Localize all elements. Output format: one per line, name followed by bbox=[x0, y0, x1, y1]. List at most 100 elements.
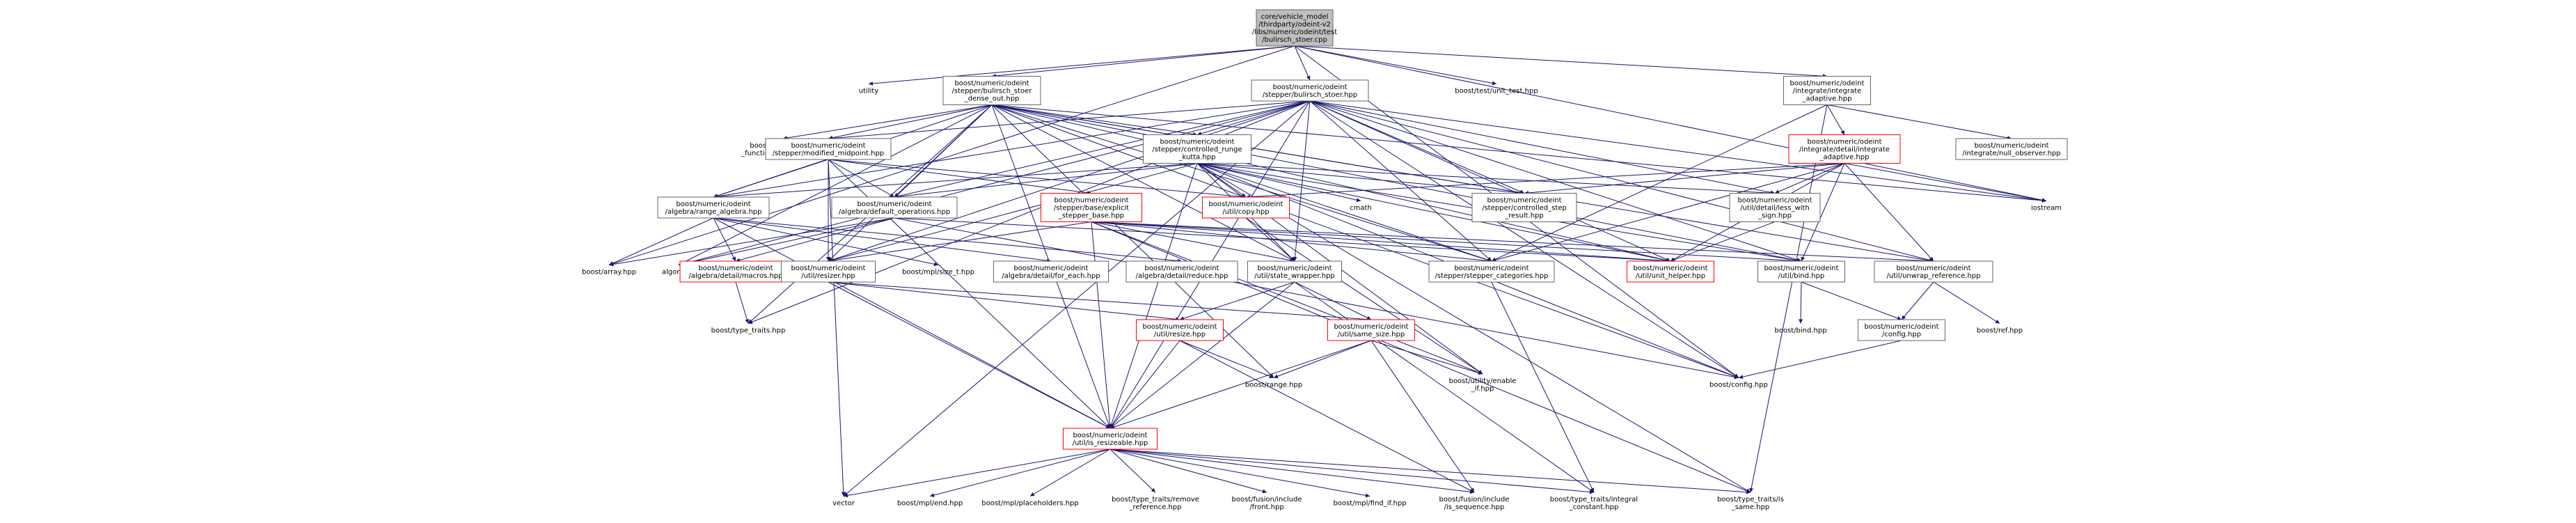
node-copy[interactable]: boost/numeric/odeint/util/copy.hpp bbox=[1202, 196, 1290, 219]
edge-ctrl_rk-to-cmath bbox=[1196, 163, 1361, 203]
node-odeint_config[interactable]: boost/numeric/odeint/config.hpp bbox=[1858, 319, 1945, 341]
node-size_t: boost/mpl/size_t.hpp bbox=[902, 269, 974, 276]
node-mod_mid[interactable]: boost/numeric/odeint/stepper/modified_mi… bbox=[765, 138, 892, 160]
node-box bbox=[1858, 319, 1945, 341]
edge-default_ops-to-unit_helper bbox=[894, 217, 1671, 263]
edge-state_wrapper-to-resize bbox=[1179, 281, 1295, 320]
edge-bs-to-mod_mid bbox=[828, 100, 1311, 141]
edge-bs-to-bind_util bbox=[1309, 100, 1802, 262]
node-label-line: boost/numeric/odeint bbox=[1764, 265, 1838, 272]
edge-copy-to-state_wrapper bbox=[1245, 217, 1295, 262]
node-label-line: boost/numeric/odeint bbox=[857, 201, 931, 208]
node-algorithm: algorithm bbox=[662, 269, 695, 276]
node-fusion_front: boost/fusion/include/front.hpp bbox=[1232, 496, 1302, 511]
node-type_traits: boost/type_traits.hpp bbox=[711, 327, 786, 335]
node-label-line: boost/numeric/odeint bbox=[698, 265, 773, 272]
edge-ctrl_rk-to-is_resizeable bbox=[1109, 163, 1198, 429]
node-label-line: boost/fusion/include bbox=[1439, 496, 1510, 504]
node-label-line: boost/bind.hpp bbox=[1774, 327, 1826, 335]
node-same_size[interactable]: boost/numeric/odeint/util/same_size.hpp bbox=[1327, 319, 1415, 341]
node-label-line: /util/bind.hpp bbox=[1778, 272, 1825, 280]
edge-bs-to-range_alg bbox=[713, 100, 1311, 199]
node-label-line: _adaptive.hpp bbox=[1819, 154, 1870, 162]
node-resizer[interactable]: boost/numeric/odeint/util/resizer.hpp bbox=[781, 260, 876, 283]
node-macros[interactable]: boost/numeric/odeint/algebra/detail/macr… bbox=[679, 260, 792, 283]
node-label-line: _adaptive.hpp bbox=[1802, 95, 1852, 103]
node-range_alg[interactable]: boost/numeric/odeint/algebra/range_algeb… bbox=[657, 196, 770, 219]
edge-mod_mid-to-vector bbox=[828, 159, 846, 497]
node-label-line: boost/numeric/odeint bbox=[1013, 265, 1088, 272]
node-remove_ref: boost/type_traits/remove_reference.hpp bbox=[1112, 496, 1199, 511]
node-range_hpp: boost/range.hpp bbox=[1245, 382, 1302, 389]
node-ctrl_rk[interactable]: boost/numeric/odeint/stepper/controlled_… bbox=[1143, 134, 1251, 164]
edge-is_resizeable-to-vector bbox=[843, 448, 1111, 498]
node-is_resizeable[interactable]: boost/numeric/odeint/util/is_resizeable.… bbox=[1063, 428, 1157, 450]
node-root[interactable]: core/vehicle_model/thirdparty/odeint-v2/… bbox=[1252, 9, 1337, 47]
node-iostream: iostream bbox=[2031, 205, 2062, 212]
edge-bs-to-unit_helper bbox=[1309, 100, 1671, 262]
edge-bs-to-default_ops bbox=[894, 100, 1311, 198]
node-end_hpp: boost/mpl/end.hpp bbox=[897, 500, 963, 508]
node-label-line: /stepper/bulirsch_stoer.hpp bbox=[1263, 91, 1357, 99]
node-label-line: boost/numeric/odeint bbox=[1864, 323, 1938, 331]
node-label-line: boost/type_traits/is bbox=[1717, 496, 1784, 504]
edge-unwrap_ref-to-ref_hpp bbox=[1933, 281, 2000, 324]
node-state_wrapper[interactable]: boost/numeric/odeint/util/state_wrapper.… bbox=[1247, 260, 1342, 283]
edge-explicit_base-to-unit_helper bbox=[1091, 221, 1671, 263]
node-box bbox=[657, 196, 770, 219]
node-label-line: utility bbox=[859, 88, 879, 95]
edge-bs-to-iostream bbox=[1309, 100, 2047, 203]
node-label-line: /util/state_wrapper.hpp bbox=[1254, 272, 1335, 280]
node-bs[interactable]: boost/numeric/odeint/stepper/bulirsch_st… bbox=[1251, 79, 1369, 102]
node-placeholders: boost/mpl/placeholders.hpp bbox=[981, 500, 1079, 508]
node-bind_util[interactable]: boost/numeric/odeint/util/bind.hpp bbox=[1757, 260, 1845, 283]
node-int_detail_adaptive[interactable]: boost/numeric/odeint/integrate/detail/in… bbox=[1788, 134, 1901, 164]
node-stepper_cat[interactable]: boost/numeric/odeint/stepper/stepper_cat… bbox=[1428, 260, 1555, 283]
edge-root-to-array bbox=[608, 45, 1295, 266]
edge-resize-to-is_resizeable bbox=[1109, 340, 1180, 429]
node-label-line: boost/numeric/odeint bbox=[1257, 265, 1332, 272]
node-unwrap_ref[interactable]: boost/numeric/odeint/util/unwrap_referen… bbox=[1874, 260, 1993, 283]
node-default_ops[interactable]: boost/numeric/odeint/algebra/default_ope… bbox=[831, 196, 958, 219]
edge-is_resizeable-to-is_same bbox=[1109, 448, 1751, 494]
edge-int_detail_adaptive-to-copy bbox=[1245, 163, 1845, 199]
node-is_sequence: boost/fusion/include/is_sequence.hpp bbox=[1439, 496, 1510, 511]
node-box bbox=[1041, 193, 1142, 222]
node-ctrl_step_res[interactable]: boost/numeric/odeint/stepper/controlled_… bbox=[1471, 193, 1577, 222]
node-box bbox=[1428, 260, 1555, 283]
node-label-line: /util/resize.hpp bbox=[1154, 331, 1206, 338]
node-resize[interactable]: boost/numeric/odeint/util/resize.hpp bbox=[1136, 319, 1224, 341]
node-explicit_base[interactable]: boost/numeric/odeint/stepper/base/explic… bbox=[1041, 193, 1142, 222]
graph-nodes: core/vehicle_model/thirdparty/odeint-v2/… bbox=[582, 9, 2068, 511]
node-label-line: /util/same_size.hpp bbox=[1338, 331, 1405, 338]
node-label-line: _sign.hpp bbox=[1757, 212, 1792, 220]
node-label-line: boost/numeric/odeint bbox=[1160, 139, 1234, 146]
edge-range_alg-to-macros bbox=[713, 217, 736, 262]
node-config_hpp: boost/config.hpp bbox=[1709, 382, 1768, 389]
node-label-line: vector bbox=[832, 500, 855, 508]
edge-bs_dense-to-ctrl_rk bbox=[991, 104, 1198, 136]
node-box bbox=[942, 76, 1041, 105]
node-label-line: _if.hpp bbox=[1471, 385, 1494, 393]
node-reduce[interactable]: boost/numeric/odeint/algebra/detail/redu… bbox=[1125, 260, 1238, 283]
edge-int_adaptive-to-null_obs bbox=[1826, 104, 2012, 140]
edge-explicit_base-to-stepper_cat bbox=[1091, 221, 1492, 263]
node-label-line: /integrate/integrate bbox=[1793, 88, 1861, 95]
node-less_sign[interactable]: boost/numeric/odeint/util/detail/less_wi… bbox=[1729, 193, 1821, 222]
edge-unwrap_ref-to-odeint_config bbox=[1901, 281, 1934, 320]
node-label-line: boost/mpl/end.hpp bbox=[897, 500, 963, 508]
edge-bs-to-less_sign bbox=[1309, 100, 1776, 195]
edge-int_adaptive-to-is_same bbox=[1749, 104, 1828, 493]
node-bs_dense[interactable]: boost/numeric/odeint/stepper/bulirsch_st… bbox=[942, 76, 1041, 105]
edge-bs-to-ctrl_rk bbox=[1196, 100, 1311, 136]
node-int_adaptive[interactable]: boost/numeric/odeint/integrate/integrate… bbox=[1783, 76, 1871, 105]
node-enable_if: boost/utility/enable_if.hpp bbox=[1449, 377, 1517, 393]
node-unit_test: boost/test/unit_test.hpp bbox=[1455, 88, 1538, 95]
node-null_obs[interactable]: boost/numeric/odeint/integrate/null_obse… bbox=[1955, 138, 2068, 160]
edge-is_resizeable-to-remove_ref bbox=[1109, 448, 1156, 493]
node-for_each[interactable]: boost/numeric/odeint/algebra/detail/for_… bbox=[993, 260, 1109, 283]
node-label-line: boost/utility/enable bbox=[1449, 377, 1517, 385]
node-unit_helper[interactable]: boost/numeric/odeint/util/unit_helper.hp… bbox=[1627, 260, 1714, 283]
edge-is_resizeable-to-end_hpp bbox=[929, 448, 1111, 497]
edge-explicit_base-to-resizer bbox=[828, 221, 1092, 263]
